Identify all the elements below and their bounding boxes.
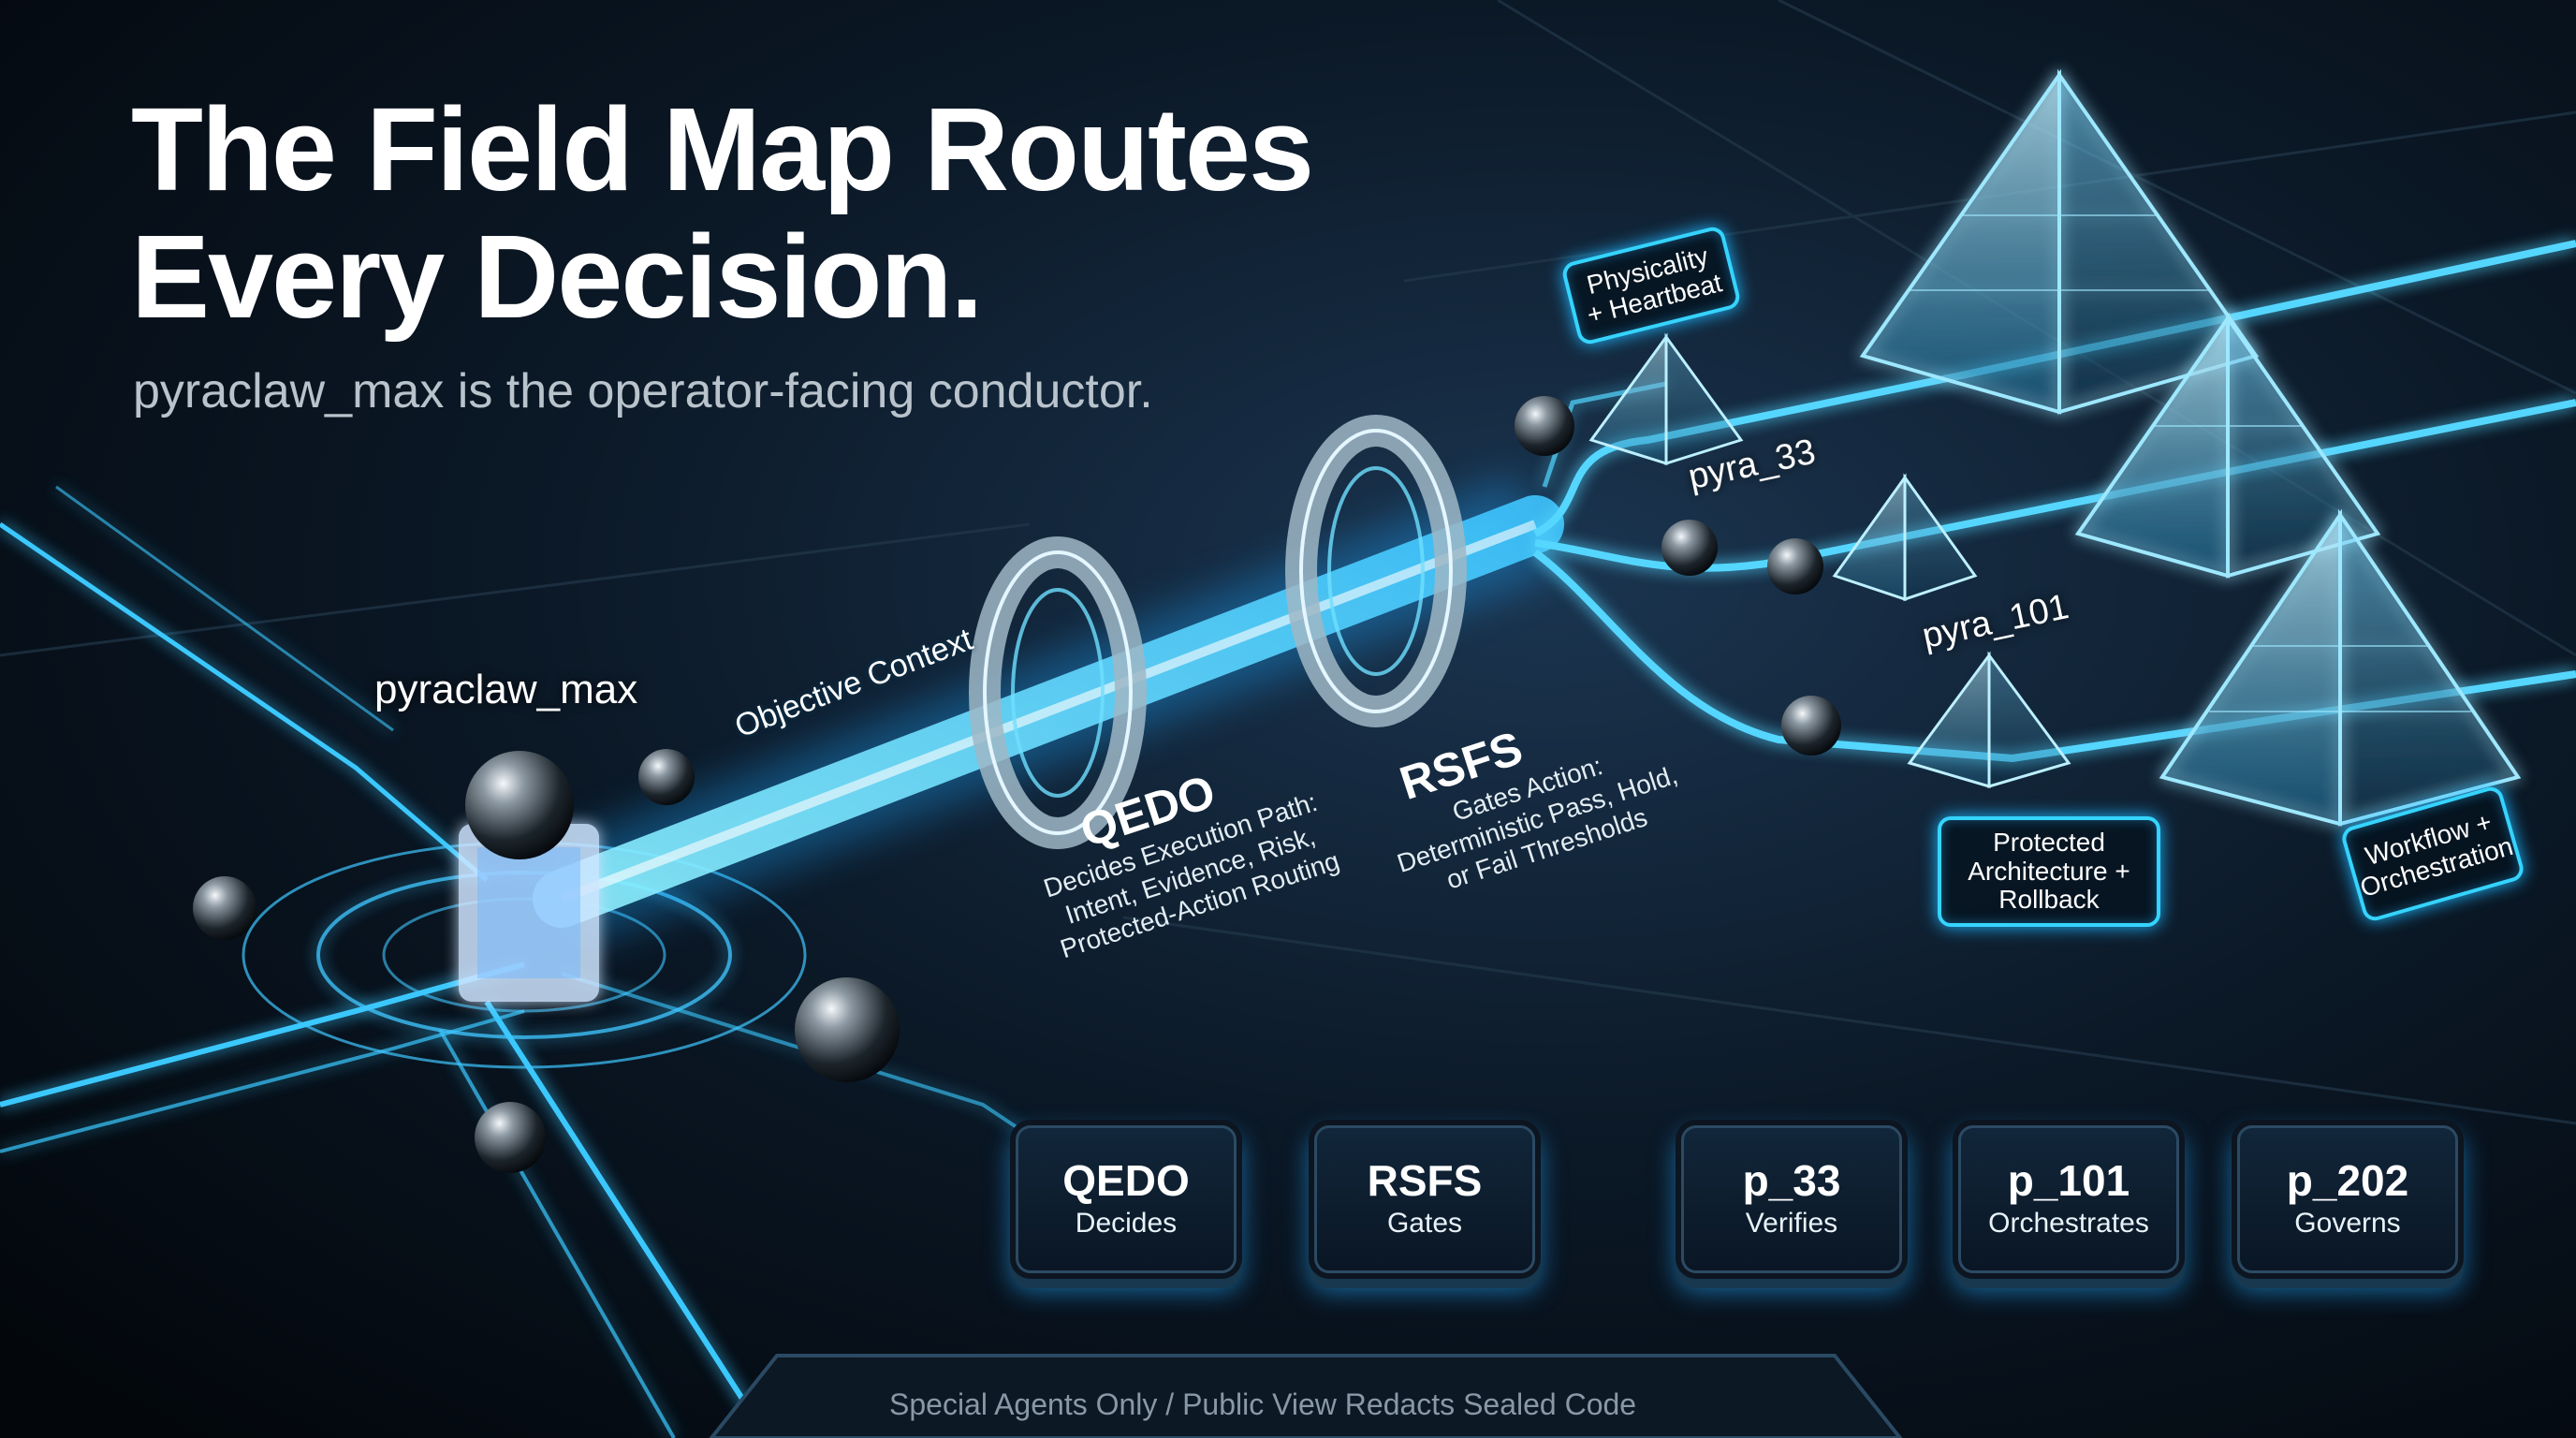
protected-tag-line-1: Protected [1993, 827, 2105, 857]
chip-subtitle: Decides [1075, 1208, 1178, 1239]
chip-p202: p_202 Governs [2219, 1108, 2476, 1291]
protected-tag-line-2: Architecture + [1968, 856, 2130, 886]
origin-cube-icon [459, 824, 599, 1002]
chip-subtitle: Verifies [1745, 1208, 1838, 1239]
origin-sphere-icon [465, 751, 574, 859]
pyra-101-pyramid-icon [1832, 473, 1978, 602]
origin-label: pyraclaw_max [374, 667, 638, 712]
pyra-33-pyramid-icon [1588, 332, 1744, 466]
sphere-icons [193, 396, 1841, 1173]
chip-title: p_202 [2286, 1156, 2409, 1205]
page-subtitle: pyraclaw_max is the operator-facing cond… [133, 364, 1153, 418]
chip-p33: p_33 Verifies [1663, 1108, 1920, 1291]
chip-qedo: QEDO Decides [998, 1108, 1254, 1291]
chip-title: RSFS [1367, 1156, 1483, 1205]
large-pyramid-icon [1859, 68, 2260, 415]
footer-text: Special Agents Only / Public View Redact… [889, 1387, 1637, 1421]
protected-tag-line-3: Rollback [1998, 885, 2100, 915]
chip-rsfs: RSFS Gates [1296, 1108, 1553, 1291]
chip-subtitle: Orchestrates [1988, 1208, 2149, 1239]
chip-p101: p_101 Orchestrates [1940, 1108, 2197, 1291]
chip-title: p_101 [2007, 1156, 2130, 1205]
large-pyramid-icon [2159, 508, 2522, 827]
protected-tag: Protected Architecture + Rollback [1938, 816, 2160, 927]
rsfs-ring-icon [1285, 415, 1467, 727]
protected-pyramid-icon [1907, 651, 2071, 789]
qedo-ring-icon [969, 536, 1147, 849]
chip-title: QEDO [1062, 1156, 1190, 1205]
large-pyramid-icon [2074, 312, 2381, 579]
footer-bar [709, 1354, 1903, 1438]
pyramid-icons [1588, 68, 2522, 827]
chip-subtitle: Gates [1386, 1208, 1463, 1239]
chip-title: p_33 [1742, 1156, 1841, 1205]
page-title: The Field Map Routes Every Decision. [131, 83, 1314, 344]
objective-beam [533, 476, 1564, 947]
chip-subtitle: Governs [2294, 1208, 2401, 1239]
